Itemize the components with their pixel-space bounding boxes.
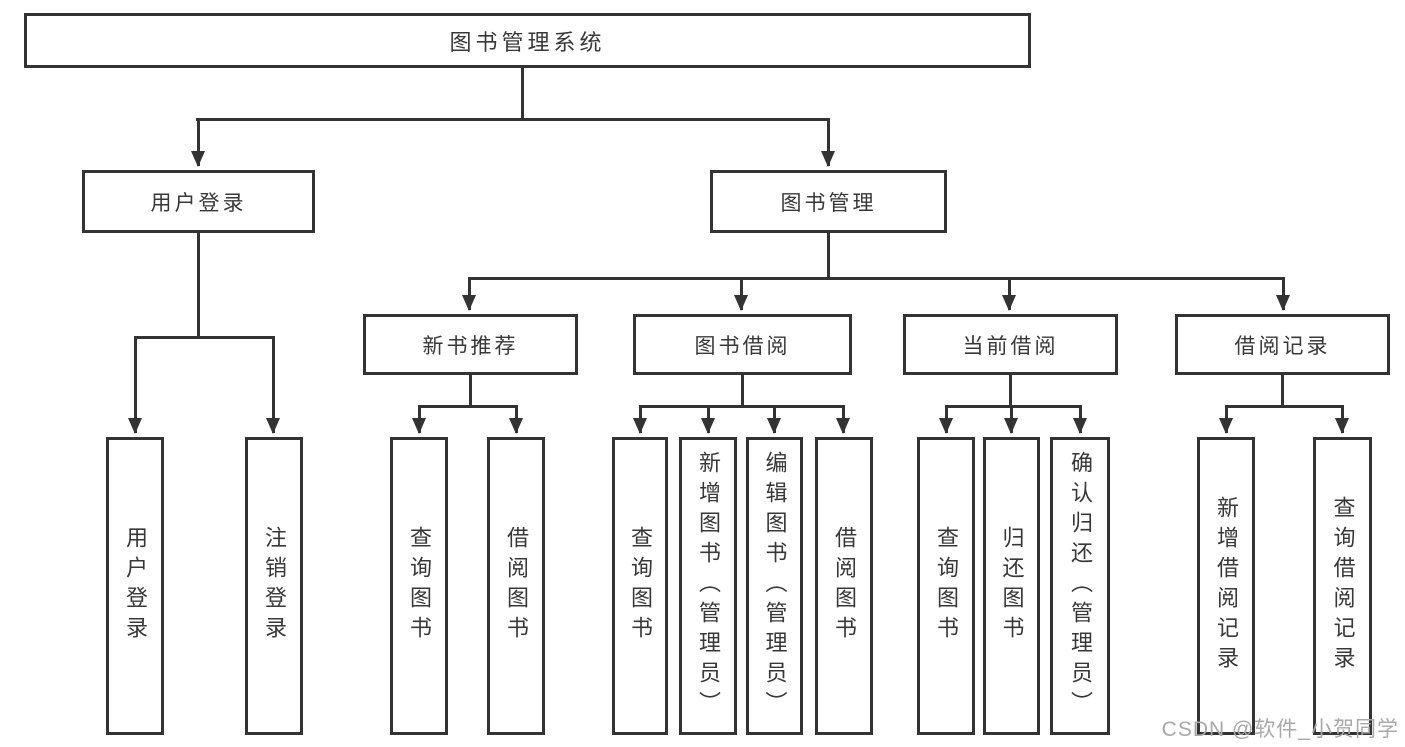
leaf-return-books: 归还图书: [983, 437, 1040, 735]
connector-level3-rail: [468, 277, 1285, 280]
arrowhead-down: [1335, 418, 1349, 434]
connector-records-rail: [1225, 405, 1344, 408]
node-borrowing-records: 借阅记录: [1175, 314, 1390, 375]
connector-userlogin-stub: [197, 233, 200, 336]
connector-borrowing-rail: [639, 405, 845, 408]
connector-recommend-stub: [469, 375, 472, 405]
leaf-query-books-borrowing: 查询图书: [612, 437, 668, 735]
arrowhead-down: [412, 418, 426, 434]
arrowhead-down: [734, 295, 748, 311]
leaf-add-books-admin: 新增图书（管理员）: [679, 437, 737, 735]
leaf-borrow-books: 借阅图书: [815, 437, 873, 735]
node-library-management-system: 图书管理系统: [24, 13, 1031, 68]
leaf-query-books-recommend: 查询图书: [390, 437, 448, 735]
leaf-query-borrow-record: 查询借阅记录: [1313, 437, 1372, 735]
arrowhead-down: [462, 295, 476, 311]
leaf-logout: 注销登录: [245, 437, 303, 735]
arrowhead-down: [509, 418, 523, 434]
connector-stem: [1282, 277, 1285, 310]
connector-recommend-rail: [418, 405, 518, 408]
arrowhead-down: [266, 418, 280, 434]
leaf-confirm-return-admin: 确认归还（管理员）: [1050, 437, 1110, 735]
connector-stem: [134, 336, 137, 433]
arrowhead-down: [1002, 295, 1016, 311]
connector-borrowing-stub: [741, 375, 744, 405]
connector-bookmgmt-stub: [827, 233, 830, 277]
connector-stem: [740, 277, 743, 310]
node-book-management: 图书管理: [710, 170, 947, 233]
leaf-query-books-current: 查询图书: [917, 437, 975, 735]
connector-current-rail: [945, 405, 1082, 408]
arrowhead-down: [701, 418, 715, 434]
arrowhead-down: [633, 418, 647, 434]
arrowhead-down: [821, 151, 835, 167]
connector-stem: [272, 336, 275, 433]
connector-stem: [468, 277, 471, 310]
arrowhead-down: [767, 418, 781, 434]
node-book-borrowing: 图书借阅: [633, 314, 852, 375]
connector-stem: [827, 118, 830, 166]
leaf-edit-books-admin: 编辑图书（管理员）: [746, 437, 803, 735]
csdn-watermark: CSDN @软件_小贺同学: [1161, 718, 1399, 741]
arrowhead-down: [1219, 418, 1233, 434]
arrowhead-down: [191, 151, 205, 167]
arrowhead-down: [1073, 418, 1087, 434]
connector-current-stub: [1009, 375, 1012, 405]
arrowhead-down: [939, 418, 953, 434]
connector-root-stub: [521, 68, 524, 118]
connector-userlogin-rail: [134, 336, 275, 339]
connector-stem: [197, 118, 200, 166]
connector-level1-rail: [196, 118, 830, 121]
arrowhead-down: [1004, 418, 1018, 434]
node-user-login: 用户登录: [82, 170, 315, 233]
connector-records-stub: [1281, 375, 1284, 405]
arrowhead-down: [836, 418, 850, 434]
leaf-borrow-books-recommend: 借阅图书: [487, 437, 545, 735]
leaf-user-login: 用户登录: [106, 437, 164, 735]
node-current-borrowing: 当前借阅: [903, 314, 1118, 375]
arrowhead-down: [128, 418, 142, 434]
node-new-book-recommendation: 新书推荐: [363, 314, 578, 375]
connector-stem: [1008, 277, 1011, 310]
leaf-add-borrow-record: 新增借阅记录: [1197, 437, 1255, 735]
arrowhead-down: [1276, 295, 1290, 311]
